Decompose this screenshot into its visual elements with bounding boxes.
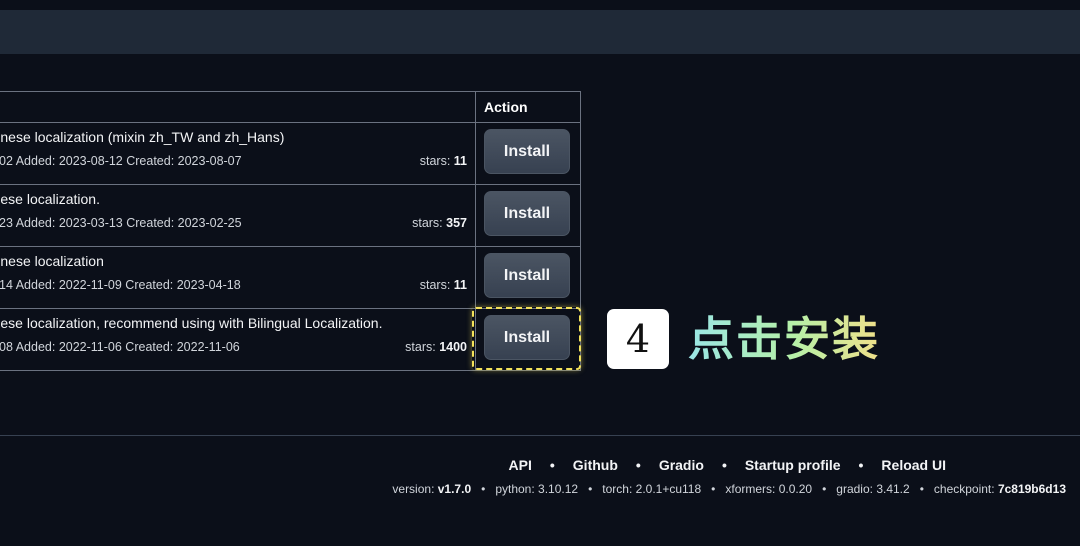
version-info: version: v1.7.0 • python: 3.10.12 • torc… [392,482,1066,496]
footer-separator: • [549,457,555,473]
extension-description: ied Chinese localization. [0,191,100,207]
table-row: onal Chinese localization (mixin zh_TW a… [0,122,581,185]
footer-links: API • Github • Gradio • Startup profile … [509,457,946,473]
table-row: ied Chinese localization, recommend usin… [0,308,581,371]
extension-description: ied Chinese localization, recommend usin… [0,315,383,331]
extension-dates: 2024-04-23 Added: 2023-03-13 Created: 20… [0,216,242,230]
header-band [0,10,1080,54]
step-number-badge: 4 [607,309,669,369]
version-separator: • [588,482,593,496]
footer-link-startup-profile[interactable]: Startup profile [744,457,841,473]
table-row: ied Chinese localization. 2024-04-23 Add… [0,184,581,247]
stars-count: stars: 11 [419,278,467,292]
action-cell: Install [475,246,581,309]
stars-count: stars: 11 [419,154,467,168]
version-item-gradio: gradio: 3.41.2 [836,482,910,496]
footer-divider [0,435,1080,436]
version-separator: • [919,482,924,496]
version-item-version: version: v1.7.0 [392,482,472,496]
stars-count: stars: 1400 [405,340,467,354]
version-item-checkpoint: checkpoint: 7c819b6d13 [933,482,1066,496]
column-header-action: Action [475,91,581,123]
table-row: onal Chinese localization 2023-12-14 Add… [0,246,581,309]
footer-separator: • [635,457,641,473]
highlight-box [472,307,581,370]
footer-link-github[interactable]: Github [572,457,618,473]
description-cell: onal Chinese localization (mixin zh_TW a… [0,122,476,185]
column-header-description: ption [0,91,476,123]
extension-description: onal Chinese localization (mixin zh_TW a… [0,129,285,145]
version-item-python: python: 3.10.12 [495,482,579,496]
version-separator: • [481,482,486,496]
version-item-torch: torch: 2.0.1+cu118 [602,482,702,496]
version-separator: • [822,482,827,496]
description-cell: ied Chinese localization. 2024-04-23 Add… [0,184,476,247]
extension-dates: 2024-06-02 Added: 2023-08-12 Created: 20… [0,154,242,168]
action-cell: Install [475,122,581,185]
version-item-xformers: xformers: 0.0.20 [725,482,813,496]
footer-link-api[interactable]: API [508,457,532,473]
install-button[interactable]: Install [484,129,570,174]
description-cell: ied Chinese localization, recommend usin… [0,308,476,371]
footer-separator: • [721,457,727,473]
description-cell: onal Chinese localization 2023-12-14 Add… [0,246,476,309]
install-button[interactable]: Install [484,315,570,360]
table-header-row: ption Action [0,91,581,123]
action-cell: Install [475,184,581,247]
version-separator: • [711,482,716,496]
install-button[interactable]: Install [484,191,570,236]
install-button[interactable]: Install [484,253,570,298]
extension-description: onal Chinese localization [0,253,104,269]
stars-count: stars: 357 [412,216,467,230]
extension-dates: 2024-01-08 Added: 2022-11-06 Created: 20… [0,340,240,354]
top-bar [0,0,1080,10]
step-instruction: 点击安装 [688,309,880,369]
footer-separator: • [858,457,864,473]
footer-link-reload-ui[interactable]: Reload UI [881,457,946,473]
footer-link-gradio[interactable]: Gradio [658,457,704,473]
extension-dates: 2023-12-14 Added: 2022-11-09 Created: 20… [0,278,241,292]
extensions-table: ption Action onal Chinese localization (… [0,91,581,371]
